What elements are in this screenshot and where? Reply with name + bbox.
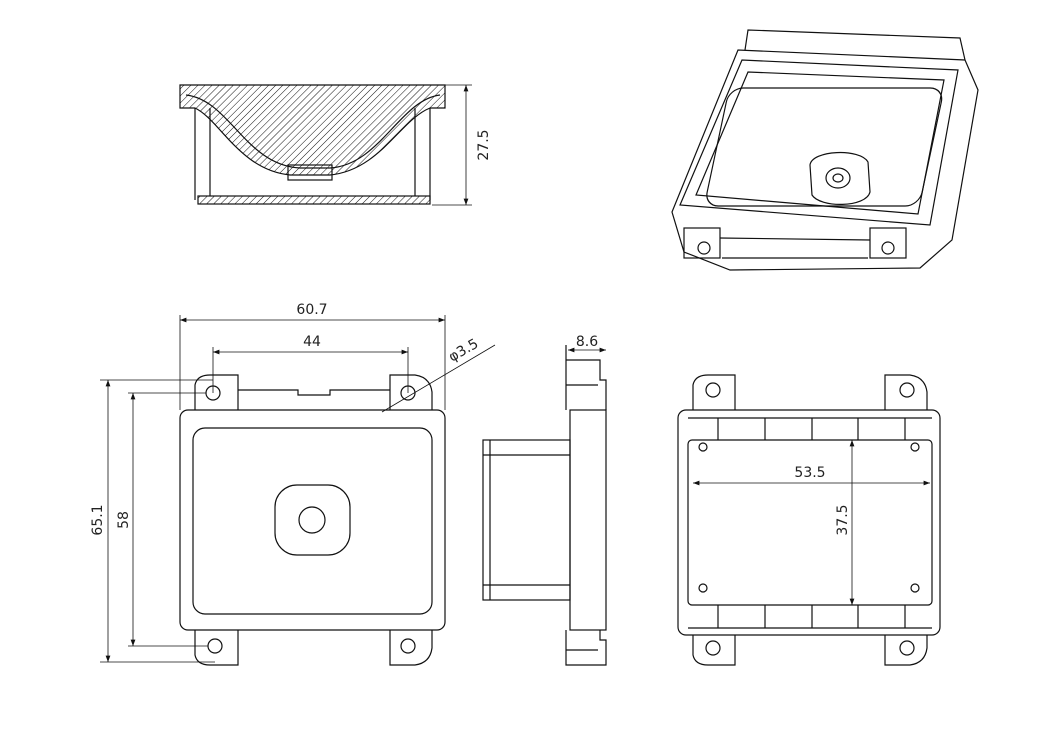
dim-section-height: 27.5 [476,129,492,160]
dim-hole-vertical-spacing: 58 [116,511,132,529]
front-view: 60.7 44 φ3.5 65.1 58 [90,302,496,666]
isometric-view [671,29,979,271]
dim-window-height: 37.5 [835,504,851,535]
dim-hole-diameter: φ3.5 [446,336,481,366]
back-view: 53.5 37.5 [677,374,941,666]
side-view: 8.6 [482,334,607,666]
dim-depth: 8.6 [576,334,598,350]
dim-overall-width: 60.7 [296,302,327,318]
dim-hole-spacing: 44 [303,334,321,350]
section-view: 27.5 [179,84,492,206]
dim-overall-height: 65.1 [90,504,106,535]
dim-window-width: 53.5 [794,465,825,481]
